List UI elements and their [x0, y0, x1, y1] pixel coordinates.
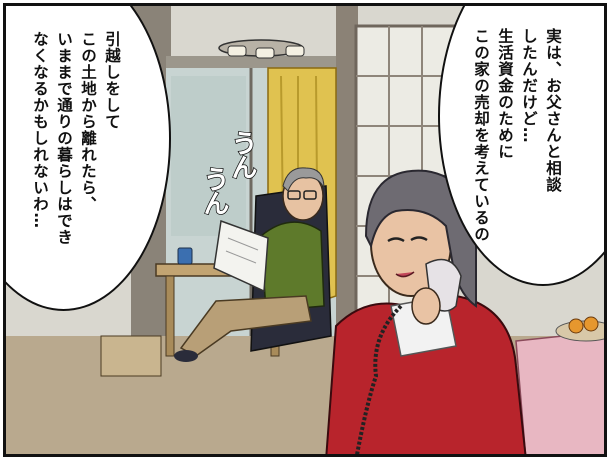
- speech-line: この土地から離れたら、: [79, 31, 97, 213]
- father-legs: [179, 295, 312, 357]
- father-hair: [282, 167, 325, 192]
- sfx-un-first: うん: [226, 129, 258, 179]
- table-cloth: [515, 330, 604, 454]
- speech-line: 実は、お父さんと相談: [544, 28, 562, 193]
- glasses: [287, 190, 301, 200]
- speech-line: 生活資金のために: [496, 28, 514, 160]
- speech-line: 引越しをして: [103, 31, 121, 130]
- speech-text-left: 引越しをして この土地から離れたら、 いままで通りの暮らしはでき なくなるかもし…: [28, 31, 124, 246]
- speech-line: いままで通りの暮らしはでき: [55, 31, 73, 246]
- speech-line: なくなるかもしれないわ…: [31, 31, 49, 229]
- comic-panel: うん うん 実は、お父さんと相談 したんだけど… 生活資金のために この家の売却…: [3, 3, 607, 457]
- phone-cord: [355, 304, 403, 454]
- father-sweater: [260, 221, 325, 312]
- speech-line: この家の売却を考えているの: [472, 28, 490, 243]
- mother-hair: [364, 169, 477, 308]
- speech-line: したんだけど…: [520, 28, 538, 144]
- mug: [177, 247, 193, 265]
- speech-text-right: 実は、お父さんと相談 したんだけど… 生活資金のために この家の売却を考えている…: [469, 28, 565, 243]
- sfx-un-second: うん: [198, 165, 230, 215]
- newspaper: [213, 219, 269, 293]
- wall-pillar: [336, 6, 358, 346]
